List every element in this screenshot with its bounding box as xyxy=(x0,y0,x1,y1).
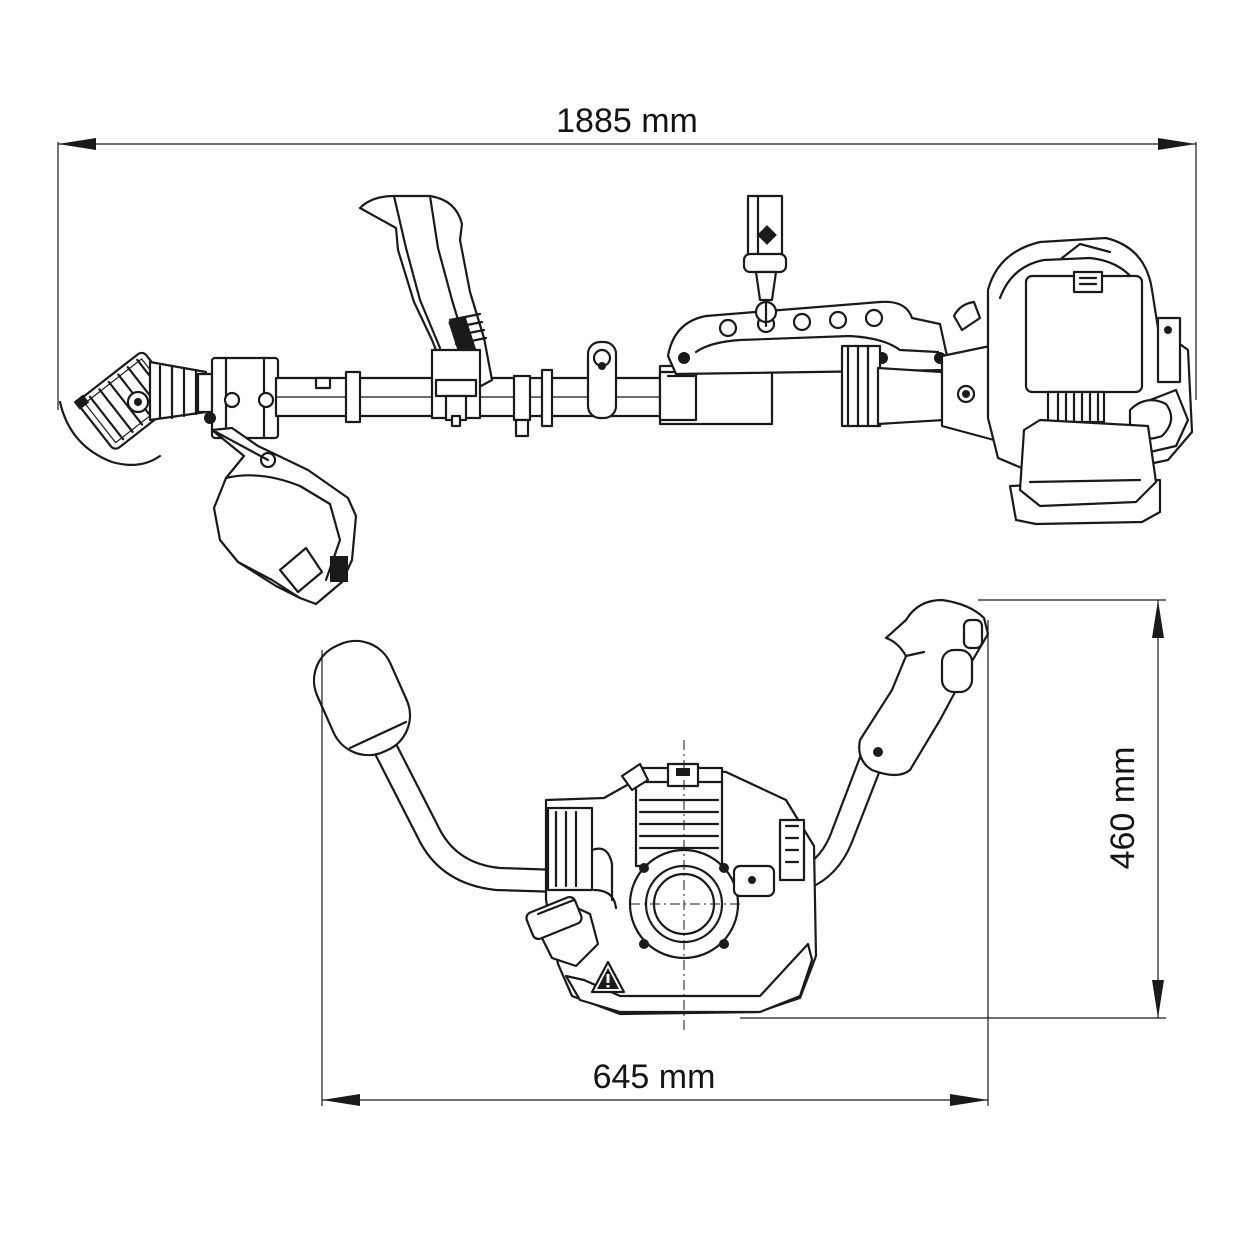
trimmer-head xyxy=(58,351,216,467)
engine-side xyxy=(952,236,1194,476)
engine-front xyxy=(544,762,818,1016)
strap-plate xyxy=(666,300,952,376)
front-view xyxy=(312,598,990,1030)
gearbox-clamp xyxy=(204,356,280,440)
handle-height-label: 460 mm xyxy=(1104,747,1142,870)
arrowhead-left xyxy=(58,138,96,150)
overall-length-label: 1885 mm xyxy=(556,102,698,140)
warning-triangle-icon xyxy=(590,960,626,994)
harness-hook xyxy=(742,194,788,328)
arrowhead-right xyxy=(950,1094,988,1106)
dimension-overall-length: 1885 mm xyxy=(57,102,1197,410)
arrowhead-bottom xyxy=(1152,980,1164,1018)
handle-width-label: 645 mm xyxy=(593,1058,716,1096)
dimension-handle-width: 645 mm xyxy=(321,620,989,1106)
fuel-tank-side xyxy=(1008,418,1162,526)
clutch-housing xyxy=(840,344,996,442)
cutting-guard xyxy=(210,426,358,606)
dimension-handle-height: 460 mm xyxy=(740,599,1166,1019)
side-view xyxy=(58,194,1194,606)
right-handlebar xyxy=(758,598,990,898)
left-handlebar xyxy=(312,639,562,894)
shaft-coupling xyxy=(658,364,774,426)
arrowhead-right xyxy=(1158,138,1196,150)
arrowhead-top xyxy=(1152,600,1164,638)
harness-bracket xyxy=(586,340,618,420)
fuel-cap xyxy=(525,895,600,968)
front-handle xyxy=(358,194,494,428)
arrowhead-left xyxy=(322,1094,360,1106)
